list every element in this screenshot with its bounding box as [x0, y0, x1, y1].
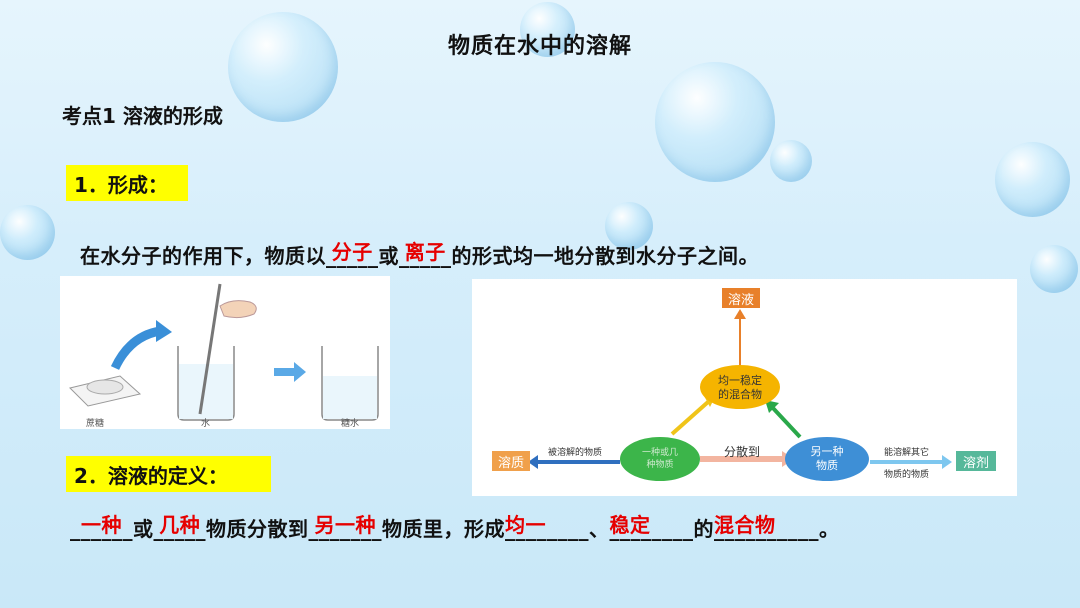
text: 的 [693, 517, 714, 541]
definition-sentence: ______一种或_____几种物质分散到_______另一种物质里，形成___… [70, 513, 840, 542]
page-title: 物质在水中的溶解 [447, 34, 632, 59]
blank-molecule: _____分子 [326, 240, 379, 268]
blank-line: _______ [308, 517, 382, 541]
section-heading: 考点1 溶液的形成 [62, 104, 223, 128]
blank-mixture: __________混合物 [714, 513, 819, 541]
text: 或 [378, 244, 399, 268]
caption-water: 水 [201, 419, 211, 429]
caption-sugar-water: 糖水 [341, 419, 360, 429]
blank-line: __________ [714, 517, 819, 541]
blank-line: _____ [153, 517, 206, 541]
solute-description: 被溶解的物质 [548, 448, 603, 458]
dissolving-illustration [69, 283, 379, 421]
answer-several-kinds: 几种 [159, 513, 201, 537]
text: 、 [589, 517, 610, 541]
blank-several-kinds: _____几种 [153, 513, 207, 541]
blank-line: ________ [505, 517, 589, 541]
text: 。 [819, 517, 840, 541]
text: 在水分子的作用下，物质以 [80, 244, 326, 268]
answer-ion: 离子 [404, 240, 446, 264]
answer-molecule: 分子 [331, 240, 373, 264]
diagram-arrows [528, 309, 952, 481]
bubble-decoration [520, 2, 575, 57]
solvent-box: 溶剂 [956, 451, 996, 471]
formation-sentence: 在水分子的作用下，物质以_____分子或_____离子的形式均一地分散到水分子之… [80, 240, 759, 269]
blank-stable: ________稳定 [609, 513, 694, 541]
text: 物质分散到 [206, 517, 309, 541]
solute-box: 溶质 [492, 451, 530, 471]
solvent-description-2: 物质的物质 [884, 470, 930, 480]
answer-stable: 稳定 [609, 513, 651, 537]
dissolving-figure: 蔗糖 水 糖水 [60, 276, 390, 429]
solution-box: 溶液 [722, 288, 760, 308]
blank-line: ________ [609, 517, 694, 541]
heading-definition: 2．溶液的定义： [66, 456, 271, 492]
bubble-decoration [0, 205, 55, 260]
bubble-decoration [995, 142, 1070, 217]
bubble-decoration [605, 202, 653, 250]
blank-ion: _____离子 [399, 240, 452, 268]
solvent-description-1: 能溶解其它 [884, 448, 930, 458]
blank-another: _______另一种 [308, 513, 383, 541]
text: 的形式均一地分散到水分子之间。 [451, 244, 759, 268]
solution-diagram: 溶液 均一稳定 的混合物 溶质 被溶解的物质 一种或几 种物质 分散到 另一种 … [472, 279, 1017, 496]
bubble-decoration [1030, 245, 1078, 293]
bubble-decoration [770, 140, 812, 182]
blank-line: _____ [326, 244, 379, 268]
heading-formation: 1．形成： [66, 165, 188, 201]
blank-line: ______ [70, 517, 133, 541]
text: 或 [133, 517, 154, 541]
blank-one-kind: ______一种 [70, 513, 133, 541]
caption-sugar: 蔗糖 [86, 419, 105, 429]
answer-another: 另一种 [314, 513, 376, 537]
stable-mixture-label: 均一稳定 的混合物 [718, 374, 762, 401]
blank-uniform: ________均一 [505, 513, 589, 541]
text: 物质里，形成 [382, 517, 505, 541]
answer-mixture: 混合物 [714, 513, 776, 537]
disperse-label: 分散到 [724, 445, 761, 459]
answer-one-kind: 一种 [81, 513, 122, 537]
bubble-decoration [228, 12, 338, 122]
bubble-decoration [655, 62, 775, 182]
another-substance-label: 另一种 物质 [810, 445, 844, 472]
one-or-more-label: 一种或几 种物质 [641, 448, 678, 470]
blank-line: _____ [399, 244, 452, 268]
answer-uniform: 均一 [505, 513, 546, 537]
